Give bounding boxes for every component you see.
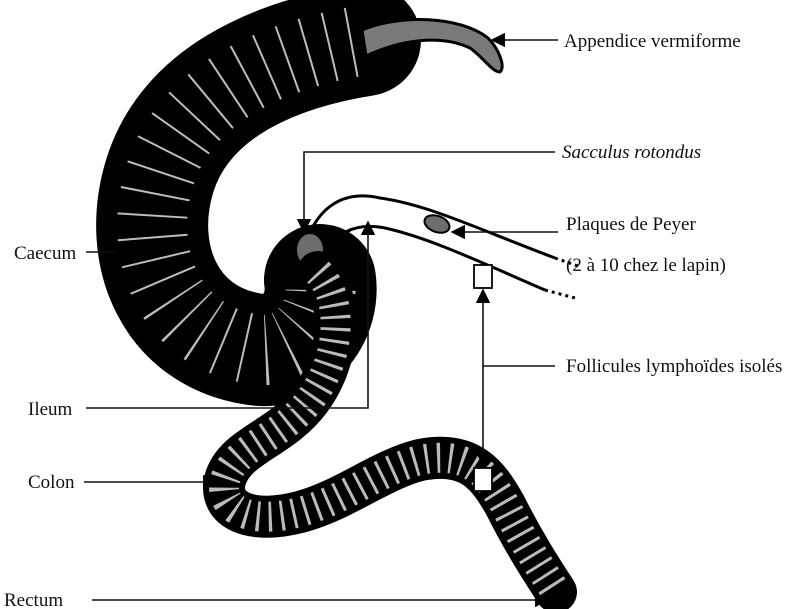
label-peyer-line1: Plaques de Peyer <box>566 214 696 235</box>
label-rectum: Rectum <box>4 590 63 609</box>
label-ileum: Ileum <box>28 399 73 420</box>
label-sacculus: Sacculus rotondus <box>562 142 701 163</box>
follicle-box-upper <box>474 265 492 288</box>
follicle-box-lower <box>474 468 492 491</box>
label-caecum: Caecum <box>14 243 76 264</box>
label-colon: Colon <box>28 472 75 493</box>
label-appendix: Appendice vermiforme <box>564 31 741 52</box>
label-peyer-line2: (2 à 10 chez le lapin) <box>566 255 726 276</box>
label-follicles: Follicules lymphoïdes isolés <box>566 356 782 377</box>
